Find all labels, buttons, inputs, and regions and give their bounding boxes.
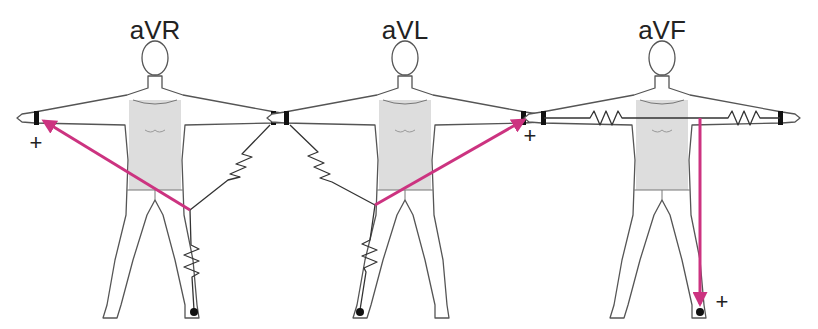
electrode-dot — [190, 308, 198, 316]
lead-title: aVR — [130, 17, 181, 43]
electrode-dot — [356, 308, 364, 316]
lead-vectors — [44, 118, 700, 304]
lead-vector — [699, 118, 702, 304]
body-figure — [524, 41, 800, 318]
electrode-dots — [190, 308, 704, 316]
lead-title: aVF — [638, 17, 686, 43]
resistor-wires — [184, 111, 780, 310]
resistor-wire — [544, 111, 700, 125]
lead-title: aVL — [382, 17, 428, 43]
electrode-dot — [696, 308, 704, 316]
resistor-wire — [184, 210, 199, 310]
lead-vector — [375, 120, 524, 205]
body-figure — [17, 41, 293, 318]
polarity-sign: + — [524, 125, 537, 147]
polarity-sign: + — [30, 132, 43, 154]
resistor-wire — [700, 111, 780, 125]
polarity-sign: + — [716, 291, 729, 313]
resistor-wire — [190, 125, 270, 210]
lead-vector — [44, 121, 190, 210]
resistor-wire — [360, 205, 377, 310]
body-figure — [267, 41, 543, 318]
resistor-wire — [290, 125, 375, 205]
